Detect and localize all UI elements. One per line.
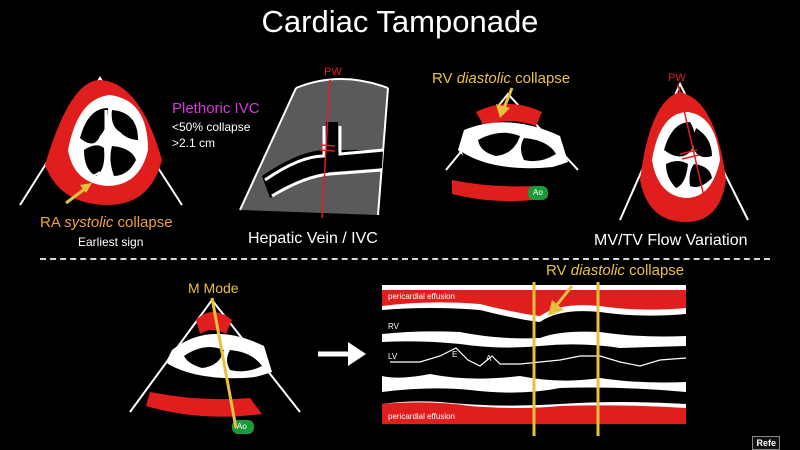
rv-ao-label: Ao	[533, 188, 543, 197]
trace-effusion-top-label: pericardial effusion	[388, 292, 456, 301]
mmode-ao-label: Ao	[237, 422, 247, 431]
trace-rv-collapse-label: RV diastolic collapse	[546, 262, 685, 279]
page-title: Cardiac Tamponade	[261, 4, 539, 39]
ra-earliest-sign: Earliest sign	[78, 235, 144, 249]
ivc-caption: Hepatic Vein / IVC	[248, 230, 378, 247]
right-arrow-icon	[318, 342, 366, 366]
reference-badge[interactable]: Refe	[752, 436, 780, 450]
mv-caption: MV/TV Flow Variation	[594, 232, 748, 249]
section-divider	[40, 258, 770, 260]
ivc-plethoric-title: Plethoric IVC	[172, 100, 260, 117]
rv-echo-view	[445, 87, 579, 202]
mmode-echo-view	[129, 297, 301, 434]
trace-effusion-bottom-label: pericardial effusion	[388, 412, 456, 421]
trace-e-wave-label: E	[452, 350, 458, 359]
trace-rv-label: RV	[388, 322, 399, 331]
ivc-collapse-threshold: <50% collapse	[172, 120, 251, 134]
mmode-label: M Mode	[188, 280, 239, 296]
mv-pw-label: PW	[668, 72, 686, 84]
ivc-pw-label: PW	[324, 66, 342, 78]
ivc-echo-view	[239, 78, 389, 219]
trace-a-wave-label: A	[486, 354, 492, 363]
ivc-diameter-threshold: >2.1 cm	[172, 136, 216, 150]
trace-lv-label: LV	[388, 352, 398, 361]
mmode-trace	[382, 282, 687, 436]
ra-echo-view	[19, 76, 183, 206]
rv-collapse-label: RV diastolic collapse	[432, 70, 571, 87]
mv-echo-view	[619, 81, 749, 222]
ra-collapse-label: RA systolic collapse	[40, 214, 173, 231]
